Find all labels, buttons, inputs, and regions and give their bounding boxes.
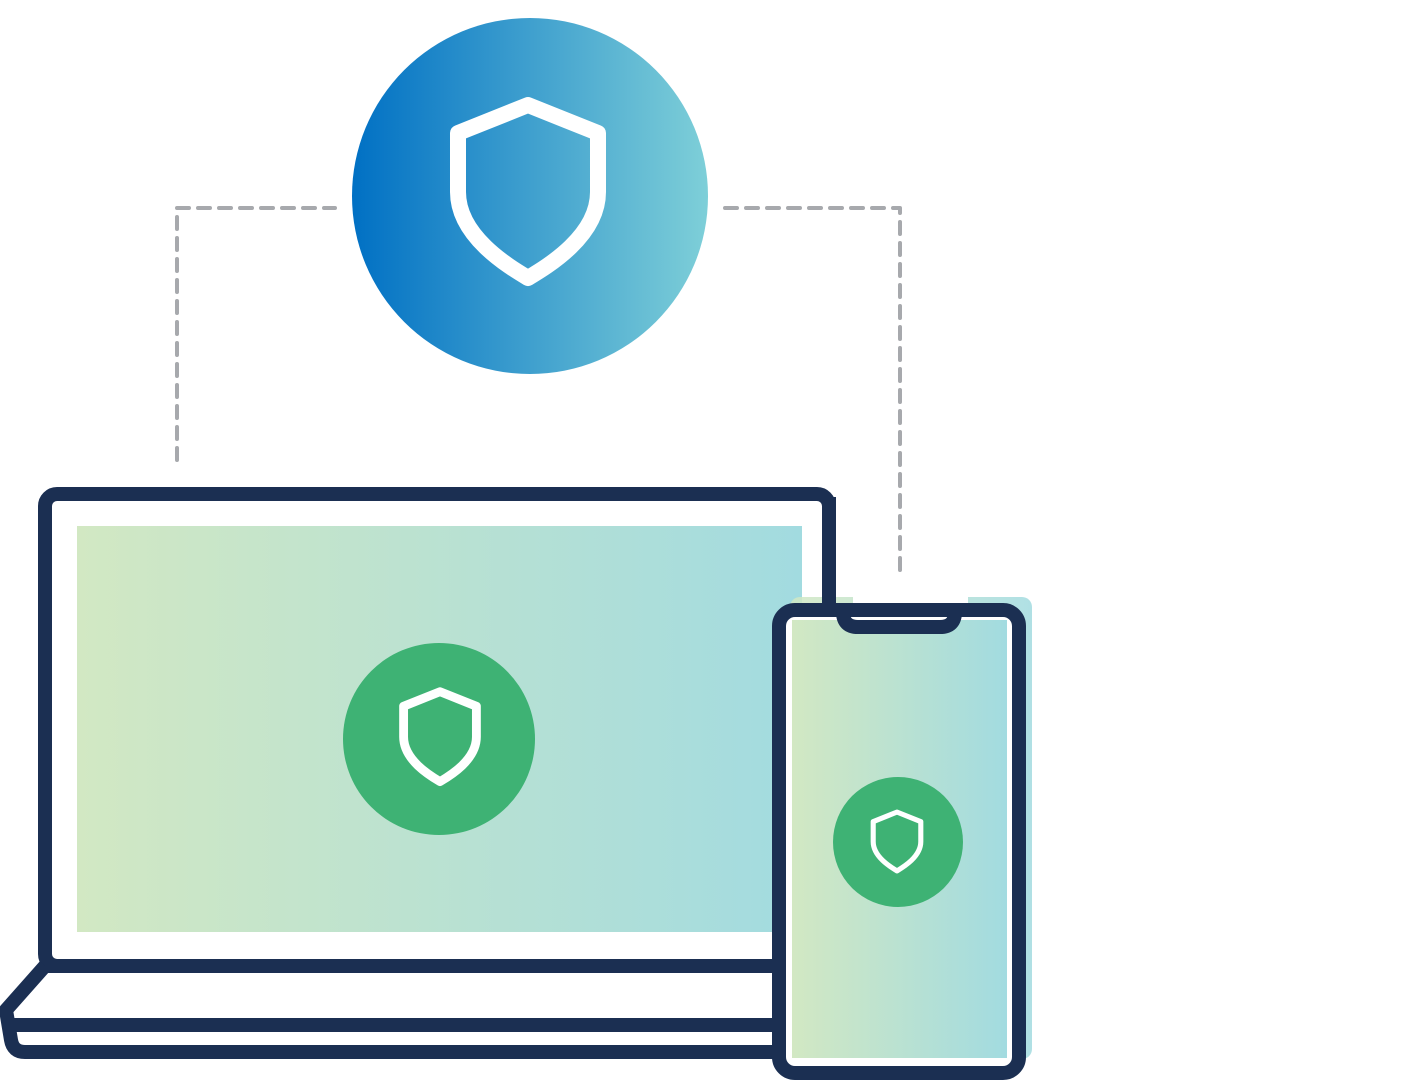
- phone-notch: [836, 611, 962, 634]
- smartphone: [772, 497, 1032, 1080]
- connector-left: [175, 206, 337, 462]
- connector-right: [723, 206, 902, 580]
- security-hub: [352, 18, 708, 374]
- phone-shield-badge: [833, 777, 963, 907]
- laptop-base: [0, 959, 800, 1059]
- laptop-shield-badge: [343, 643, 535, 835]
- laptop: [0, 487, 836, 1059]
